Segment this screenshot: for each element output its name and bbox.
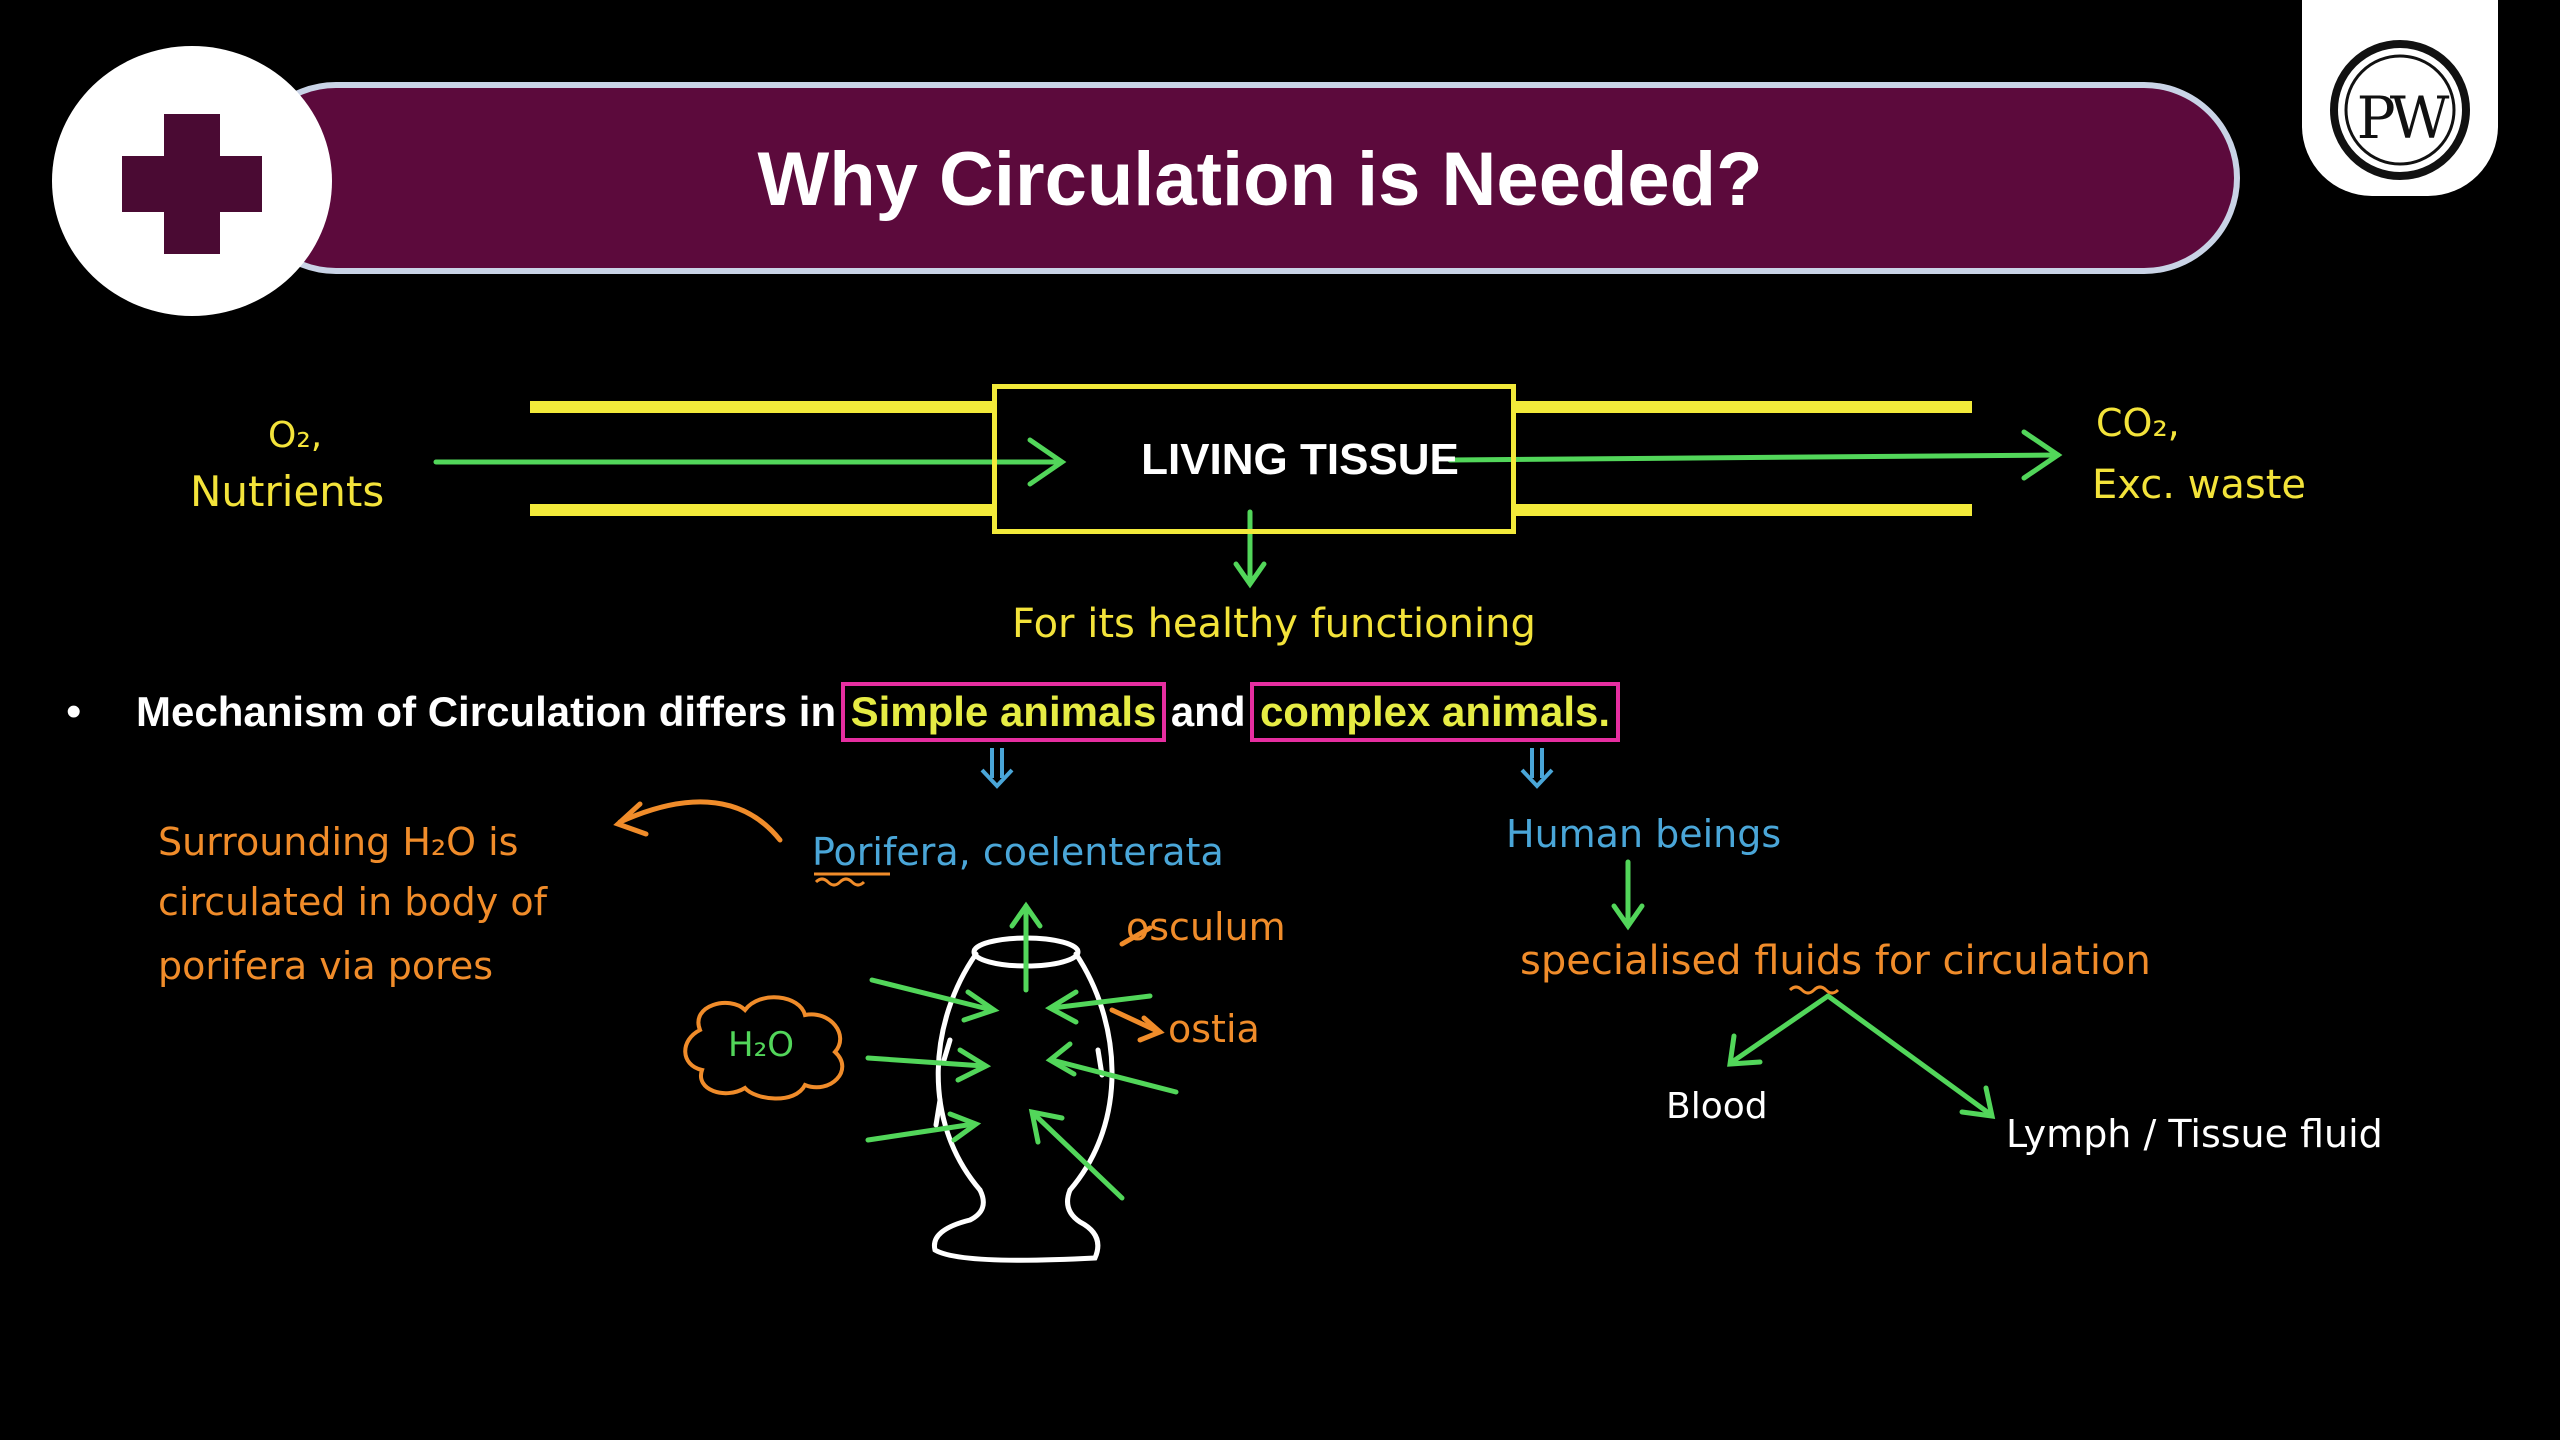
input-label-nutrients: Nutrients <box>190 467 385 516</box>
input-label-o2: O₂, <box>268 415 323 456</box>
water-cloud <box>683 995 845 1101</box>
sentence-text-before: Mechanism of Circulation differs in <box>136 688 837 735</box>
medical-cross-icon <box>122 114 262 254</box>
pw-logo-icon <box>2330 40 2470 180</box>
output-label-waste: Exc. waste <box>2092 462 2307 508</box>
highlight-complex-animals: complex animals. <box>1249 682 1621 742</box>
porifera-label: Porifera, coelenterata <box>812 830 1224 874</box>
mechanism-sentence: Mechanism of Circulation differs in Simp… <box>136 682 1621 742</box>
living-tissue-box <box>992 384 1516 534</box>
output-label-co2: CO₂, <box>2096 401 2180 445</box>
porifera-note-line1: Surrounding H₂O is <box>158 820 519 864</box>
sentence-text-middle: and <box>1170 688 1246 735</box>
porifera-note-line3: porifera via pores <box>158 944 494 988</box>
logo-badge <box>52 46 332 316</box>
human-beings-label: Human beings <box>1506 812 1782 856</box>
blood-label: Blood <box>1666 1086 1768 1127</box>
lymph-label: Lymph / Tissue fluid <box>2006 1112 2383 1156</box>
bullet-marker: • <box>66 687 82 736</box>
osculum-label: osculum <box>1126 905 1286 949</box>
title-banner <box>240 82 2240 274</box>
living-tissue-label: LIVING TISSUE <box>1141 435 1459 484</box>
healthy-functioning-label: For its healthy functioning <box>1012 601 1536 647</box>
ostia-label: ostia <box>1168 1007 1260 1051</box>
specialised-fluids-label: specialised fluids for circulation <box>1520 938 2151 984</box>
porifera-note-line2: circulated in body of <box>158 880 547 924</box>
highlight-simple-animals: Simple animals <box>840 682 1167 742</box>
page-title: Why Circulation is Needed? <box>757 137 1763 222</box>
pw-logo <box>2302 0 2498 196</box>
water-label: H₂O <box>728 1025 794 1065</box>
pw-logo-text: PW <box>2356 84 2450 152</box>
